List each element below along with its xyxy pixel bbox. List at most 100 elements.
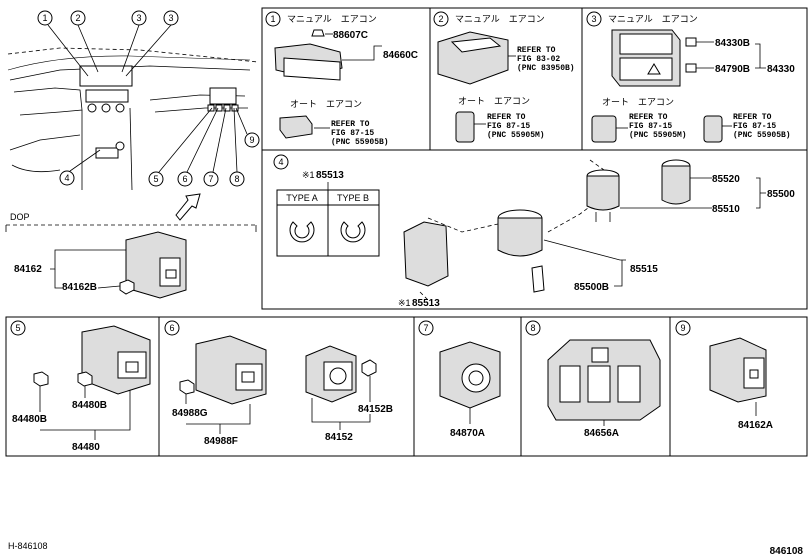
- svg-text:REFER TO: REFER TO: [517, 46, 556, 55]
- part-84152: 84152: [325, 432, 353, 443]
- svg-text:FIG 87-15: FIG 87-15: [733, 122, 776, 131]
- panel-4: 4 ※1 85513 TYPE A TYPE B 85520 85500 855…: [273, 154, 795, 309]
- clip-type-a-icon: [289, 221, 315, 243]
- svg-text:FIG 83-02: FIG 83-02: [517, 55, 560, 64]
- part-85500: 85500: [767, 189, 795, 200]
- svg-text:REFER TO: REFER TO: [733, 113, 772, 122]
- svg-text:5: 5: [153, 174, 158, 184]
- panel-6b: 84152B 84152: [305, 345, 393, 443]
- svg-text:6: 6: [182, 174, 187, 184]
- svg-text:7: 7: [208, 174, 213, 184]
- panel1-title: マニュアル エアコン: [287, 15, 377, 25]
- switch-auto-l-icon: [591, 115, 617, 143]
- panel-2: 2 マニュアル エアコン REFER TO FIG 83-02 (PNC 839…: [433, 11, 575, 143]
- svg-text:6: 6: [169, 323, 174, 333]
- svg-text:3: 3: [136, 13, 141, 23]
- part-84870a: 84870A: [450, 428, 485, 439]
- bottom-frames: [5, 316, 808, 457]
- svg-text:8: 8: [234, 174, 239, 184]
- clip-type-b-icon: [340, 221, 366, 243]
- part-84656a: 84656A: [584, 428, 619, 439]
- callout-1: [37, 10, 53, 26]
- panel-8: 8 84656A: [525, 320, 661, 439]
- panel2-auto-title: オート エアコン: [458, 96, 530, 107]
- part-84162a: 84162A: [738, 420, 773, 431]
- part-84162b: 84162B: [62, 282, 97, 293]
- svg-text:(PNC 55905B): (PNC 55905B): [733, 131, 791, 140]
- svg-text:9: 9: [680, 323, 685, 333]
- part-85513-top: 85513: [316, 170, 344, 181]
- svg-text:(PNC 55905M): (PNC 55905M): [629, 131, 687, 140]
- knob-panel2-icon: [455, 111, 475, 143]
- panel3-auto-title: オート エアコン: [602, 97, 674, 108]
- page-number: 846108: [770, 546, 804, 557]
- panel-5: 5 84480B 84480B 84480: [10, 320, 151, 453]
- svg-text:3: 3: [168, 13, 173, 23]
- direction-arrow-icon: [175, 193, 201, 221]
- part-85520: 85520: [712, 174, 740, 185]
- panel-9: 9 84162A: [675, 320, 773, 431]
- part-84480: 84480: [72, 442, 100, 453]
- part-85500b: 85500B: [574, 282, 609, 293]
- type-b-label: TYPE B: [337, 193, 369, 203]
- part-84790b: 84790B: [715, 64, 750, 75]
- bulb-84152b-icon: [361, 359, 377, 377]
- svg-text:4: 4: [278, 157, 283, 167]
- part-85510: 85510: [712, 204, 740, 215]
- holder-85515-icon: [497, 217, 543, 257]
- panel-1: 1 マニュアル エアコン 88607C 84660C オート エアコン REFE…: [265, 11, 418, 147]
- part-85513-bottom: 85513: [412, 298, 440, 309]
- bulb-85500b-icon: [531, 265, 545, 293]
- svg-text:REFER TO: REFER TO: [487, 113, 526, 122]
- svg-text:(PNC 83950B): (PNC 83950B): [517, 64, 575, 73]
- part-84152b: 84152B: [358, 404, 393, 415]
- clip-88607c-icon: [311, 29, 325, 37]
- dashboard-overview: [7, 47, 259, 191]
- svg-text:FIG 87-15: FIG 87-15: [331, 129, 374, 138]
- svg-text:3: 3: [591, 14, 596, 24]
- svg-text:FIG 87-15: FIG 87-15: [487, 122, 530, 131]
- svg-text:9: 9: [249, 135, 254, 145]
- callout-4: [59, 170, 75, 186]
- part-84988g: 84988G: [172, 408, 208, 419]
- svg-text:(PNC 55905B): (PNC 55905B): [331, 138, 389, 147]
- top-right-frame: [261, 7, 808, 310]
- part-85515: 85515: [630, 264, 658, 275]
- panel-7: 7 84870A: [418, 320, 501, 439]
- part-84330b: 84330B: [715, 38, 750, 49]
- socket-85510-icon: [586, 175, 620, 211]
- panel-6: 6 84988G 84988F: [164, 320, 267, 447]
- dop-section: DOP 84162 84162B: [5, 212, 257, 299]
- callout-6: [177, 171, 193, 187]
- panel-3: 3 マニュアル エアコン 84330B 84790B 84330 オート エアコ…: [586, 11, 795, 143]
- callout-5: [148, 171, 164, 187]
- part-84330: 84330: [767, 64, 795, 75]
- svg-text:REFER TO: REFER TO: [331, 120, 370, 129]
- switch-auto-icon: [279, 115, 313, 139]
- part-84480b-left: 84480B: [12, 414, 47, 425]
- bulb-84988g-icon: [179, 379, 195, 395]
- part-84988f: 84988F: [204, 436, 238, 447]
- overview-callouts: 1 2 3 3 4 5 6 7 8 9: [37, 10, 260, 221]
- dop-label: DOP: [10, 212, 30, 222]
- part-88607c: 88607C: [333, 30, 368, 41]
- panel3-title: マニュアル エアコン: [608, 15, 698, 25]
- svg-text:1: 1: [42, 13, 47, 23]
- svg-text:※1: ※1: [302, 170, 315, 180]
- svg-text:1: 1: [270, 14, 275, 24]
- svg-text:5: 5: [15, 323, 20, 333]
- bulb-84162b-icon: [119, 279, 135, 295]
- svg-text:2: 2: [75, 13, 80, 23]
- switch-auto-r-icon: [703, 115, 723, 143]
- clip-85513-icon: [403, 221, 449, 287]
- callout-7: [203, 171, 219, 187]
- part-84480b-right: 84480B: [72, 400, 107, 411]
- svg-text:REFER TO: REFER TO: [629, 113, 668, 122]
- panel2-title: マニュアル エアコン: [455, 15, 545, 25]
- panel1-auto-title: オート エアコン: [290, 99, 362, 110]
- callout-9: [244, 132, 260, 148]
- svg-text:FIG 87-15: FIG 87-15: [629, 122, 672, 131]
- type-a-label: TYPE A: [286, 193, 318, 203]
